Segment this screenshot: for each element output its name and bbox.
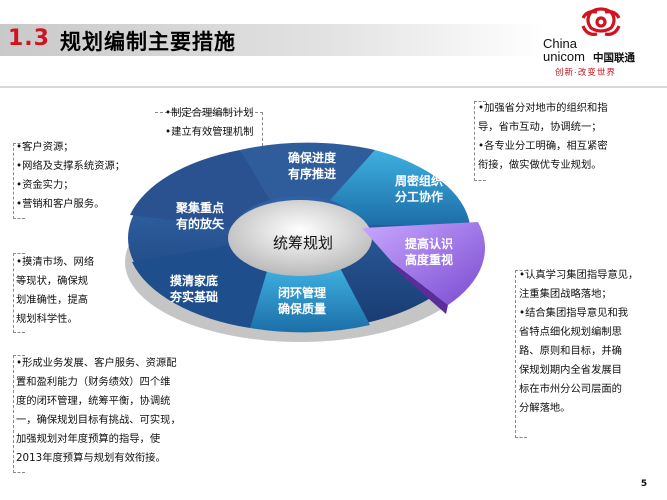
page-number: 5 (640, 479, 648, 489)
hub (228, 200, 372, 276)
logo-text-unicom: unicom (543, 49, 585, 64)
segment-progress (240, 142, 375, 200)
segment-focus-label: 聚集重点有的放矢 (176, 201, 225, 231)
top-right-bracket (474, 101, 486, 181)
title-bar (0, 24, 545, 56)
bottom-left-bracket (13, 355, 25, 473)
notes-top-right: •加强省分对地市的组织和指导，省市互动，协调统一； •各专业分工明确，相互紧密衔… (478, 102, 608, 171)
logo-text-cn: 中国联通 (593, 52, 635, 64)
segment-progress-label: 确保进度有序推进 (288, 151, 337, 181)
china-unicom-logo: China unicom 中国联通 创新·改变世界 (541, 6, 665, 80)
notes-top-center: •制定合理编制计划•建立有效管理机制 (165, 107, 254, 138)
segment-organize (330, 150, 470, 225)
right-bottom-bracket (515, 270, 527, 438)
center-label: 统筹规划 (273, 234, 334, 252)
notes-left-top: •客户资源；•网络及支撑系统资源； •资金实力；•营销和客户服务。 (16, 141, 126, 210)
page-title: 规划编制主要措施 (60, 30, 236, 54)
logo-slogan: 创新·改变世界 (555, 67, 616, 77)
unicom-knot-icon (581, 7, 621, 36)
segment-foundation-label: 摸清家底夯实基础 (170, 274, 219, 304)
header-divider (0, 86, 667, 88)
segment-awareness-label: 提高认识高度重视 (405, 237, 454, 267)
segment-quality (250, 268, 370, 333)
segment-awareness (362, 222, 486, 305)
logo-text-china: China (543, 36, 577, 51)
segment-quality-label: 闭环管理确保质量 (278, 286, 327, 316)
left-mid-bracket (13, 253, 25, 333)
segment-organize-label: 周密组织分工协作 (395, 174, 444, 204)
section-number: 1.3 (8, 26, 50, 51)
notes-right-bottom: •认真学习集团指导意见，注重集团战略落地； •结合集团指导意见和我省特点细化规划… (519, 269, 639, 414)
left-top-bracket (13, 143, 25, 219)
top-center-bracket (155, 112, 263, 146)
notes-bottom-left: •形成业务发展、客户服务、资源配置和盈利能力（财务绩效）四个维 度的闭环管理，统… (16, 357, 181, 464)
segment-foundation (132, 245, 268, 328)
notes-left-mid: •摸清市场、网络等现状，确保规 划准确性，提高规划科学性。 (16, 256, 95, 325)
segment-focus (130, 150, 270, 228)
